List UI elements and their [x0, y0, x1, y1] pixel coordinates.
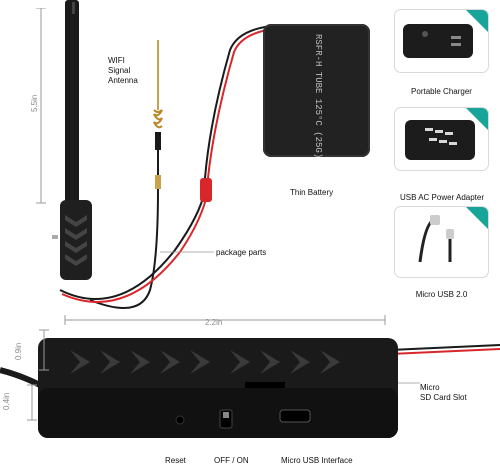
wifi-antenna-label: WIFI Signal Antenna — [108, 56, 138, 85]
package-parts-label: package parts — [216, 248, 267, 257]
thin-battery: RSFR-H TUBE 125°C (25G) — [263, 24, 370, 159]
off-on-label: OFF / ON — [214, 456, 249, 465]
battery-print: RSFR-H TUBE 125°C (25G) — [313, 34, 323, 159]
board-width-label: 0.9in — [14, 342, 23, 360]
antenna-dimension-line — [36, 8, 46, 204]
micro-usb-cable-label: Micro USB 2.0 — [415, 290, 468, 299]
power-bank-icon — [403, 24, 473, 58]
portable-charger-label: Portable Charger — [411, 87, 472, 96]
thin-battery-label: Thin Battery — [290, 188, 334, 197]
reset-label: Reset — [165, 456, 186, 465]
board-length-label: 2.2in — [205, 318, 223, 327]
micro-usb-interface-label: Micro USB Interface — [281, 456, 353, 465]
micro-usb-cable-thumb — [395, 207, 488, 277]
main-board — [0, 338, 398, 438]
antenna-module — [52, 0, 92, 280]
micro-sd-slot-label: Micro SD Card Slot — [420, 383, 467, 402]
usb-adapter-label: USB AC Power Adapter — [399, 193, 485, 202]
portable-charger-thumb — [395, 10, 488, 72]
board-dimension-lines — [27, 315, 386, 421]
usb-adapter-thumb — [395, 108, 488, 170]
usb-ports-icon — [405, 120, 475, 160]
board-height-label: 0.4in — [2, 392, 11, 410]
usb-icon — [418, 215, 454, 263]
